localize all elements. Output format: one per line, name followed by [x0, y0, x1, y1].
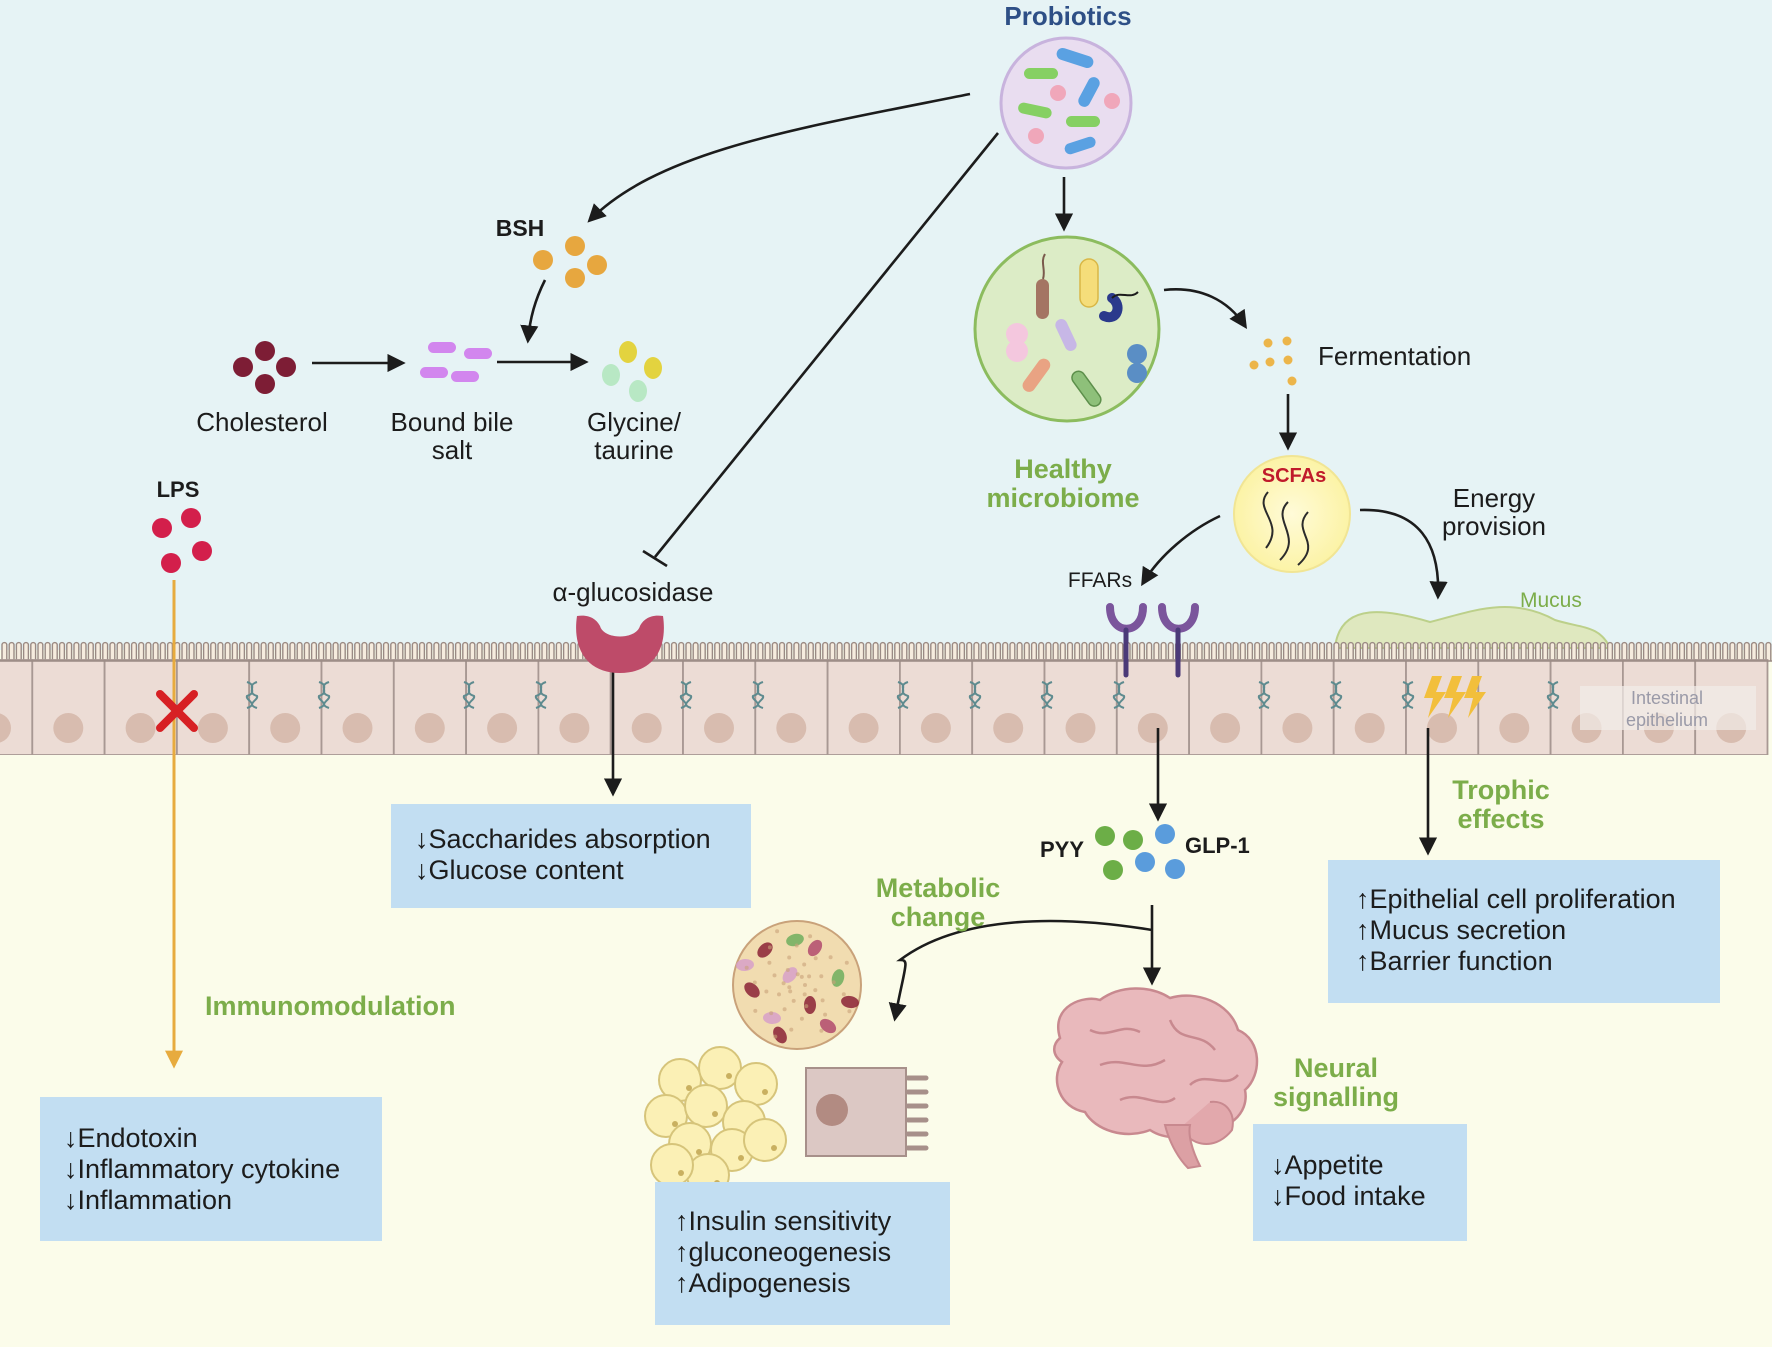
- epithelial-box-line: ↑Barrier function: [1356, 946, 1553, 976]
- epithelium-label-plate: [1580, 686, 1756, 730]
- epithelial-list: ↑Epithelial cell proliferation↑Mucus sec…: [1356, 884, 1720, 977]
- trophic-effects-label: Trophic effects: [1452, 775, 1550, 835]
- arrow-to-metabolic-tissues: [888, 919, 1153, 1022]
- probiotics-icon: [999, 36, 1133, 170]
- appetite-box-line: ↓Food intake: [1271, 1181, 1426, 1211]
- insulin-box: ↑Insulin sensitivity↑gluconeogenesis↑Adi…: [655, 1182, 950, 1325]
- epithelial-box: ↑Epithelial cell proliferation↑Mucus sec…: [1328, 860, 1720, 1003]
- epithelial-cells: [0, 659, 1772, 755]
- mucus-layer: [1333, 606, 1612, 649]
- immune-box-line: ↓Endotoxin: [64, 1123, 198, 1153]
- ffar-receptors: [1106, 603, 1199, 678]
- brain-icon: [1053, 987, 1259, 1170]
- glycine-taurine-label: Glycine/ taurine: [587, 407, 681, 466]
- arrow-scfas-to-mucus: [1359, 508, 1448, 600]
- saccharides-list: ↓Saccharides absorption↓Glucose content: [415, 824, 751, 886]
- saccharides-box-line: ↓Saccharides absorption: [415, 824, 711, 854]
- immune-box-line: ↓Inflammatory cytokine: [64, 1154, 341, 1184]
- bsh-label: BSH: [495, 215, 545, 241]
- insulin-box-line: ↑gluconeogenesis: [675, 1237, 892, 1267]
- insulin-box-line: ↑Adipogenesis: [675, 1268, 851, 1298]
- inhibit-bar: [642, 549, 668, 568]
- cholesterol-label: Cholesterol: [196, 407, 328, 437]
- saccharides-box: ↓Saccharides absorption↓Glucose content: [391, 804, 751, 908]
- arrow-microbiome-to-fermentation: [1163, 288, 1247, 330]
- intestinal-epithelium-label: Intestinal epithelium: [1625, 688, 1709, 730]
- ffars-label: FFARs: [1067, 569, 1133, 592]
- adipocytes-icon: [644, 1046, 787, 1197]
- metabolic-change-label: Metabolic change: [875, 873, 1001, 933]
- insulin-list: ↑Insulin sensitivity↑gluconeogenesis↑Adi…: [675, 1206, 950, 1299]
- arrow-probiotics-to-bsh: [587, 92, 971, 223]
- lightning-icon: [1424, 676, 1486, 718]
- mucus-label: Mucus: [1520, 589, 1582, 612]
- glp1-label: GLP-1: [1185, 833, 1250, 858]
- alpha-glucosidase-label: α-glucosidase: [552, 577, 714, 607]
- bound-bile-salt-label: Bound bile salt: [390, 407, 514, 466]
- fermentation-label: Fermentation: [1318, 341, 1472, 371]
- alpha-glucosidase-icon: [576, 615, 664, 673]
- pyy-label: PYY: [1040, 837, 1085, 862]
- fermentation-icon: [1249, 336, 1297, 386]
- lps-label: LPS: [156, 477, 200, 502]
- appetite-box-line: ↓Appetite: [1271, 1150, 1384, 1180]
- epithelial-box-line: ↑Mucus secretion: [1356, 915, 1567, 945]
- insulin-box-line: ↑Insulin sensitivity: [675, 1206, 892, 1236]
- bound-bile-salt-icon: [420, 342, 492, 382]
- appetite-list: ↓Appetite↓Food intake: [1271, 1150, 1467, 1212]
- glycine-taurine-icon: [602, 341, 662, 402]
- lps-icon: [152, 508, 212, 573]
- probiotics-label: Probiotics: [1004, 1, 1132, 31]
- immune-box: ↓Endotoxin↓Inflammatory cytokine↓Inflamm…: [40, 1097, 382, 1241]
- energy-provision-label: Energy provision: [1441, 483, 1547, 542]
- pyy-glp1-icon: [1095, 824, 1185, 880]
- cholesterol-icon: [233, 341, 296, 394]
- lumen-background: [0, 0, 1772, 650]
- epithelial-box-line: ↑Epithelial cell proliferation: [1356, 884, 1676, 914]
- scfas-label: SCFAs: [1261, 465, 1327, 487]
- liver-tissue-icon: [732, 920, 862, 1050]
- immune-list: ↓Endotoxin↓Inflammatory cytokine↓Inflamm…: [64, 1123, 382, 1216]
- inhibit-line-probiotics-glucosidase: [653, 132, 1000, 558]
- neural-signalling-label: Neural signalling: [1272, 1053, 1400, 1113]
- arrow-scfas-to-ffars: [1141, 514, 1221, 587]
- arrow-bsh-to-bile: [520, 279, 547, 344]
- saccharides-box-line: ↓Glucose content: [415, 855, 624, 885]
- appetite-box: ↓Appetite↓Food intake: [1253, 1124, 1467, 1241]
- block-cross: [156, 690, 198, 732]
- bsh-enzyme-icon: [533, 236, 607, 288]
- healthy-microbiome-label: Healthy microbiome: [986, 454, 1140, 514]
- immunomodulation-label: Immunomodulation: [205, 991, 456, 1021]
- tight-junctions: [245, 681, 1560, 709]
- healthy-microbiome-icon: [973, 235, 1161, 423]
- immune-box-line: ↓Inflammation: [64, 1185, 233, 1215]
- scfas-icon: [1233, 455, 1351, 573]
- muscle-cell-icon: [805, 1067, 929, 1157]
